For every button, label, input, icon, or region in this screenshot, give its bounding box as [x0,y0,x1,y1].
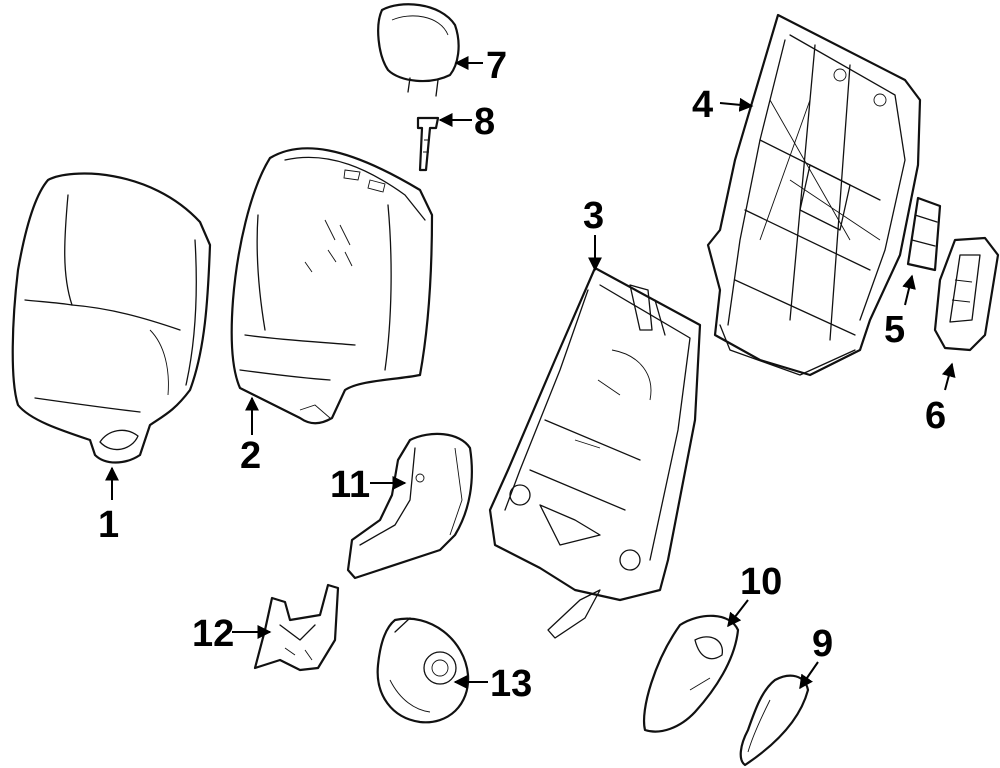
leader-4 [719,97,754,112]
leader-5 [902,274,916,306]
callout-labels: 1 2 3 4 5 6 7 8 9 10 11 12 13 [98,45,946,705]
part-1-seat-back-cover [11,172,212,464]
callout-9: 9 [812,623,833,665]
leader-lines [105,56,956,690]
callout-4: 4 [692,84,713,126]
part-9-trim [739,674,810,767]
part-13-recliner-cover [376,617,470,724]
part-10-trim-cover [643,614,740,733]
part-5-clip [906,196,942,272]
part-11-side-cover [346,432,473,580]
part-8-headrest-guide [416,116,440,172]
callout-8: 8 [474,101,495,143]
part-3-seat-back-frame [488,266,702,639]
callout-6: 6 [925,395,946,437]
callout-5: 5 [884,309,905,351]
callout-12: 12 [192,613,234,655]
callout-2: 2 [240,435,261,477]
callout-13: 13 [490,663,532,705]
leader-9 [799,661,819,690]
callout-1: 1 [98,504,119,546]
callout-11: 11 [330,464,370,506]
leader-6 [941,362,956,391]
part-7-headrest [377,3,460,97]
part-4-seat-back-board [706,13,922,377]
callout-7: 7 [486,45,507,87]
callout-3: 3 [583,195,604,237]
part-6-hinge-cover [933,236,1000,352]
leader-10 [727,599,749,628]
part-2-seat-back-pad [230,147,434,425]
callout-10: 10 [740,561,782,603]
part-12-bracket [253,583,340,672]
